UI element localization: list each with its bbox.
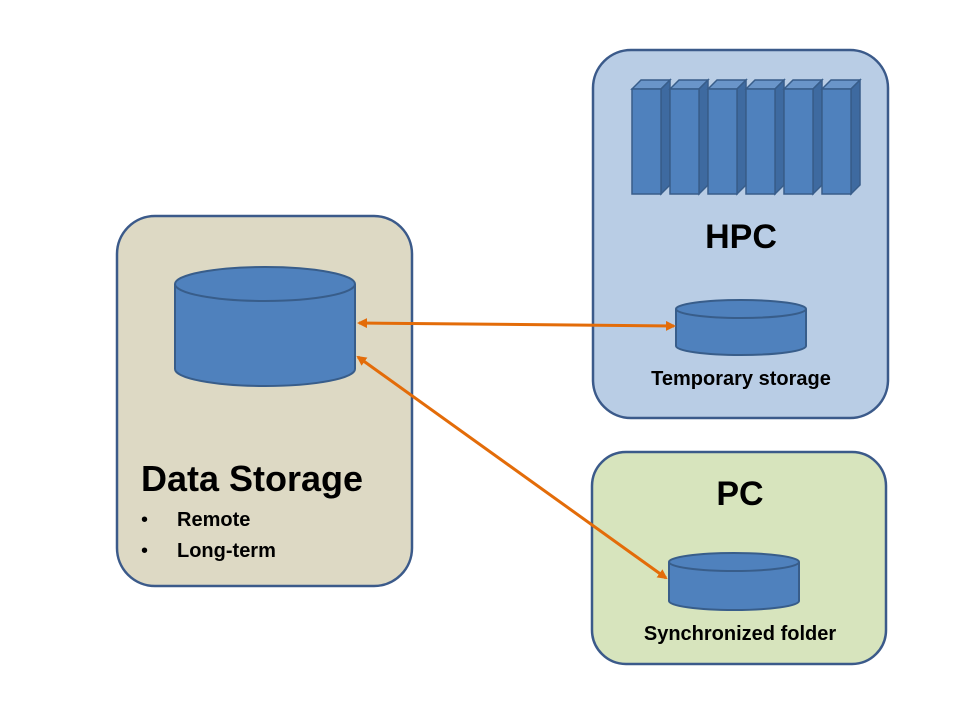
server-rack: [820, 78, 862, 196]
server-rack: [782, 78, 824, 196]
temporary-storage-cylinder-icon: [675, 299, 807, 356]
synchronized-folder-label: Synchronized folder: [643, 623, 837, 645]
temporary-storage-label: Temporary storage: [651, 368, 831, 390]
server-rack: [630, 78, 672, 196]
server-rack-icon: [630, 78, 862, 196]
list-item: • Long-term: [141, 536, 276, 567]
data-storage-title: Data Storage: [141, 458, 364, 499]
synchronized-folder-cylinder-icon: [668, 552, 800, 611]
pc-title: PC: [716, 475, 764, 513]
hpc-title: HPC: [705, 218, 777, 256]
server-rack: [744, 78, 786, 196]
bullet-text: Remote: [177, 509, 251, 531]
data-storage-bullet-list: • Remote • Long-term: [141, 505, 276, 567]
bullet-icon: •: [141, 540, 149, 562]
database-cylinder-icon: [174, 266, 356, 387]
bullet-icon: •: [141, 509, 149, 531]
arrow-data-storage-to-hpc: [357, 318, 676, 331]
server-rack: [668, 78, 710, 196]
bullet-text: Long-term: [177, 540, 276, 562]
arrow-data-storage-to-pc: [356, 355, 668, 580]
list-item: • Remote: [141, 505, 276, 536]
server-rack: [706, 78, 748, 196]
